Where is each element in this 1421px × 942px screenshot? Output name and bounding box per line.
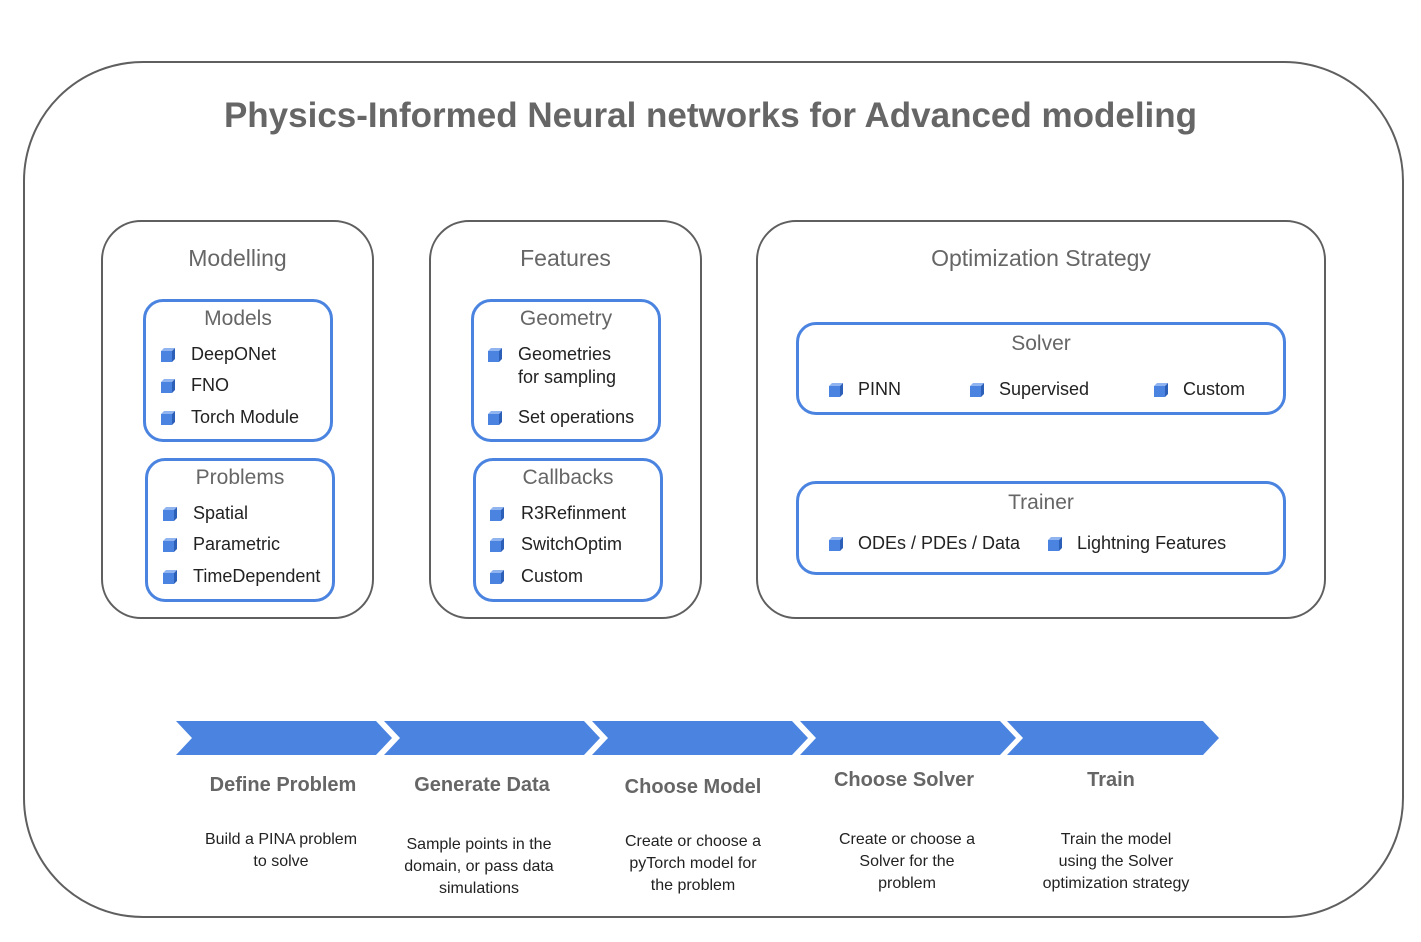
desc-line: pyTorch model for: [629, 855, 757, 872]
outer-frame: [23, 61, 1404, 918]
desc-line: the problem: [650, 877, 736, 894]
list-item: Torch Module: [191, 407, 300, 427]
desc-line: using the Solver: [1058, 853, 1174, 870]
chevron-choose-solver: [800, 721, 1016, 755]
trainer-box: [796, 481, 1286, 575]
desc-line: Train the model: [1060, 831, 1172, 848]
desc-line: optimization strategy: [1042, 875, 1190, 892]
step-desc: Create or choose a Solver for the proble…: [807, 829, 1007, 895]
step-title: Choose Solver: [833, 769, 975, 791]
desc-line: Create or choose a: [624, 833, 762, 850]
desc-line: Build a PINA problem: [204, 831, 358, 848]
trainer-title: Trainer: [1008, 491, 1074, 514]
list-item: DeepONet: [191, 344, 277, 364]
desc-line: problem: [878, 875, 936, 892]
desc-line: simulations: [438, 880, 520, 897]
models-title: Models: [204, 307, 272, 330]
list-item: PINN: [858, 379, 902, 399]
step-title: Choose Model: [624, 776, 762, 798]
list-item: Lightning Features: [1077, 533, 1227, 553]
step-title: Generate Data: [414, 774, 550, 796]
chevron-choose-model: [592, 721, 808, 755]
modelling-group: [101, 220, 374, 619]
step-desc: Sample points in the domain, or pass dat…: [379, 834, 579, 900]
desc-line: Solver for the: [859, 853, 955, 870]
list-item: FNO: [191, 375, 229, 395]
desc-line: Create or choose a: [838, 831, 976, 848]
list-item: R3Refinment: [521, 503, 627, 523]
list-item: Custom: [1183, 379, 1246, 399]
optimization-group: [756, 220, 1326, 619]
step-desc: Train the model using the Solver optimiz…: [1016, 829, 1216, 895]
solver-box: [796, 322, 1286, 415]
geometry-title: Geometry: [519, 307, 613, 330]
desc-line: to solve: [253, 853, 309, 870]
problems-box: [145, 458, 335, 602]
geometry-box: [471, 299, 661, 442]
list-item: Custom: [521, 566, 584, 586]
features-group: [429, 220, 702, 619]
problems-title: Problems: [195, 466, 285, 489]
step-title: Train: [1087, 769, 1135, 791]
step-desc: Create or choose a pyTorch model for the…: [593, 831, 793, 897]
modelling-title: Modelling: [188, 245, 287, 271]
step-desc: Build a PINA problem to solve: [181, 829, 381, 873]
callbacks-box: [473, 458, 663, 602]
features-title: Features: [520, 245, 611, 271]
list-item: Spatial: [193, 503, 249, 523]
list-item: Parametric: [193, 534, 281, 554]
chevron-define-problem: [176, 721, 392, 755]
page-title: Physics-Informed Neural networks for Adv…: [223, 96, 1198, 135]
list-item: TimeDependent: [193, 566, 321, 586]
models-box: [143, 299, 333, 442]
solver-title: Solver: [1011, 332, 1071, 355]
list-item: SwitchOptim: [521, 534, 623, 554]
desc-line: Sample points in the: [406, 836, 552, 853]
desc-line: domain, or pass data: [404, 858, 554, 875]
list-item: ODEs / PDEs / Data: [858, 533, 1021, 553]
chevron-generate-data: [384, 721, 600, 755]
chevron-train: [1007, 721, 1219, 755]
list-item: Supervised: [999, 379, 1090, 399]
list-item: Set operations: [518, 407, 635, 427]
optimization-title: Optimization Strategy: [931, 245, 1151, 271]
list-item: Geometries for sampling: [518, 344, 617, 387]
callbacks-title: Callbacks: [522, 466, 614, 489]
step-title: Define Problem: [209, 774, 357, 796]
